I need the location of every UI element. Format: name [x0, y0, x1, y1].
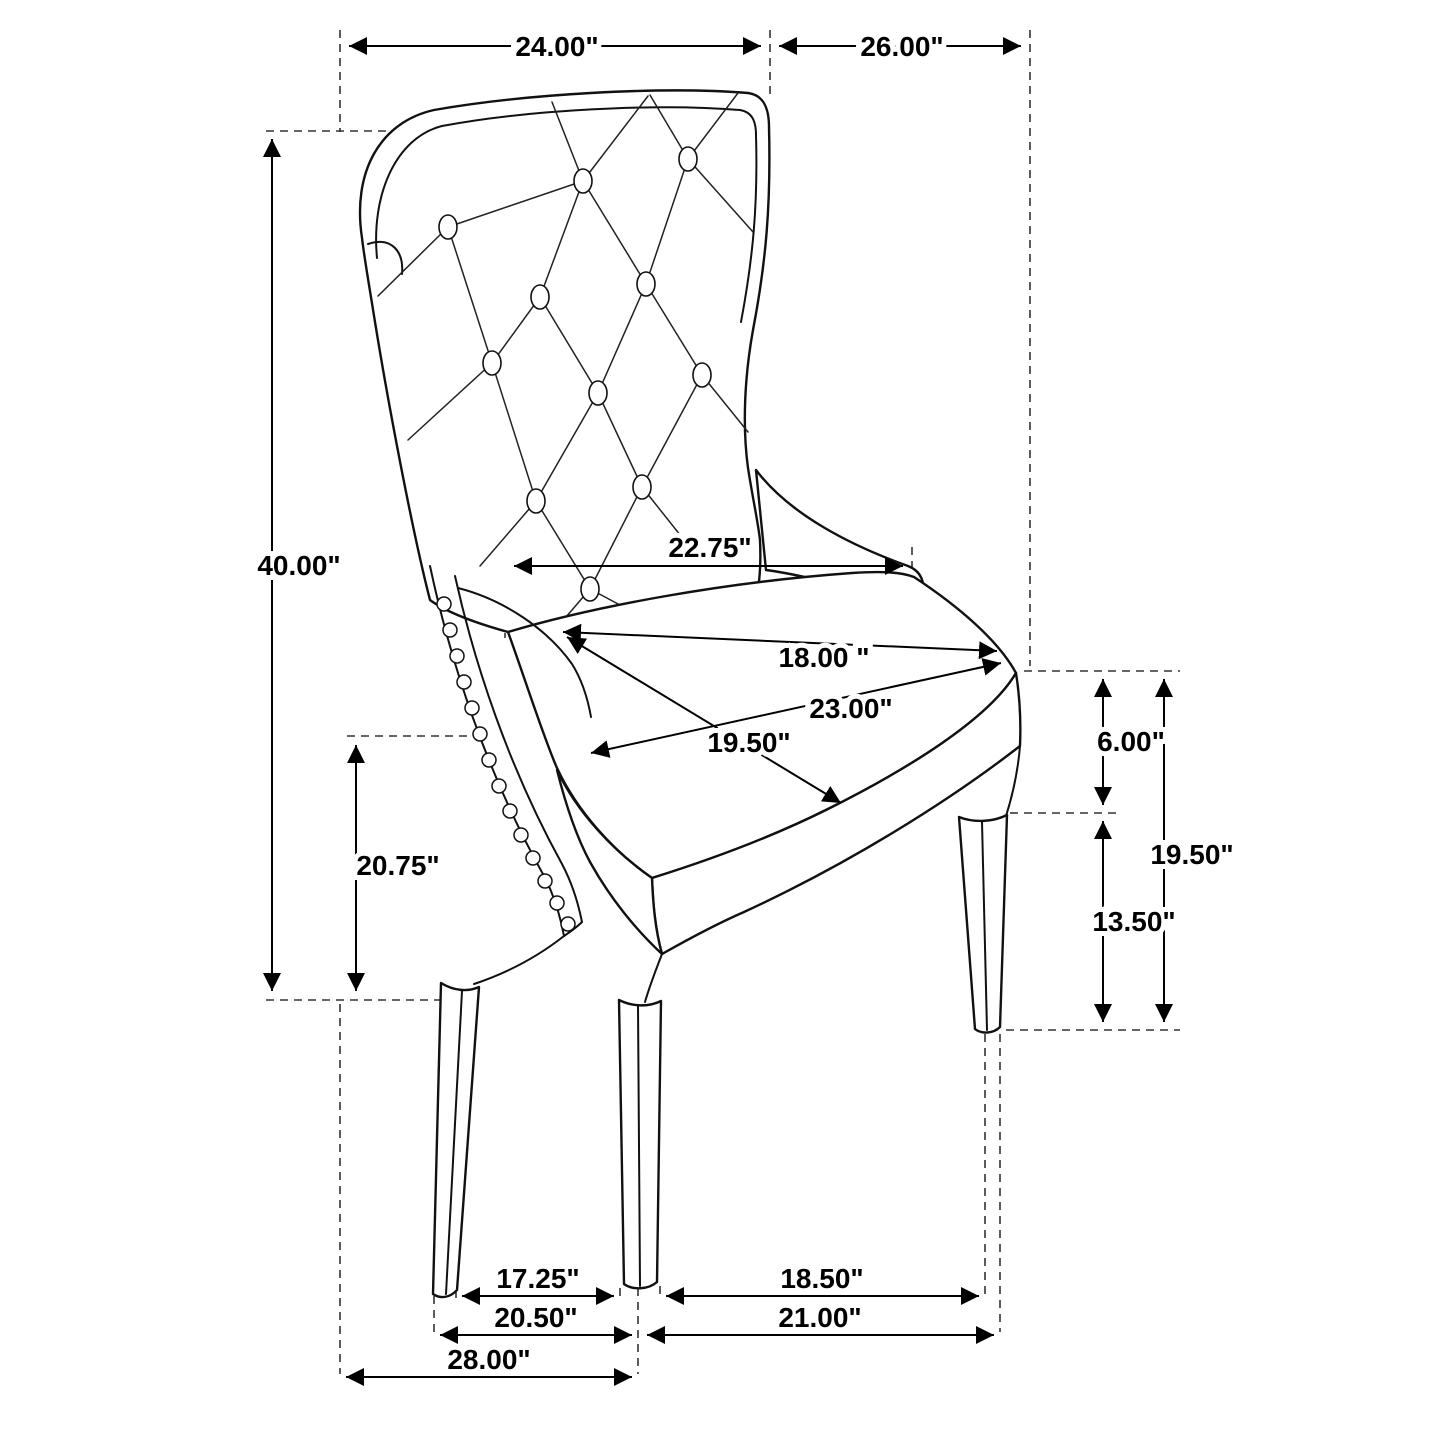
- label-leg-height: 13.50": [1092, 906, 1175, 937]
- label-arm-height: 20.75": [356, 850, 439, 881]
- label-back-width: 24.00": [515, 31, 598, 62]
- chair-drawing: [358, 89, 1022, 1299]
- extension-lines: [266, 30, 1180, 1374]
- dim-line-seat-diagonal: [566, 636, 842, 804]
- dimension-lines: [263, 37, 1173, 1386]
- front-center-leg: [617, 998, 663, 1290]
- chair-legs: [431, 813, 1009, 1299]
- label-side-leg-spacing: 18.50": [780, 1263, 863, 1294]
- dimension-labels: 24.00" 26.00" 40.00" 20.75" 22.75" 18.00…: [252, 26, 1238, 1380]
- nailhead-trim: [436, 596, 576, 932]
- tufting-lattice: [377, 92, 754, 625]
- tufting-buttons: [438, 146, 712, 602]
- label-overall-depth: 28.00": [447, 1344, 530, 1375]
- label-side-depth-bottom: 21.00": [778, 1302, 861, 1333]
- back-right-leg: [957, 813, 1009, 1034]
- label-cushion-thickness: 6.00": [1097, 726, 1165, 757]
- chair-back-piping: [375, 106, 758, 323]
- chair-back: [358, 89, 771, 634]
- label-seat-depth: 18.00 ": [778, 642, 869, 673]
- label-front-width-bottom: 20.50": [494, 1302, 577, 1333]
- left-wing-inner-edge: [454, 575, 583, 923]
- label-top-depth: 26.00": [860, 31, 943, 62]
- label-overall-height: 40.00": [257, 550, 340, 581]
- label-inside-back-width: 22.75": [668, 532, 751, 563]
- label-front-leg-spacing: 17.25": [496, 1263, 579, 1294]
- label-seat-width: 23.00": [809, 693, 892, 724]
- label-seat-diagonal: 19.50": [707, 727, 790, 758]
- label-seat-height: 19.50": [1150, 839, 1233, 870]
- front-left-leg: [431, 981, 481, 1299]
